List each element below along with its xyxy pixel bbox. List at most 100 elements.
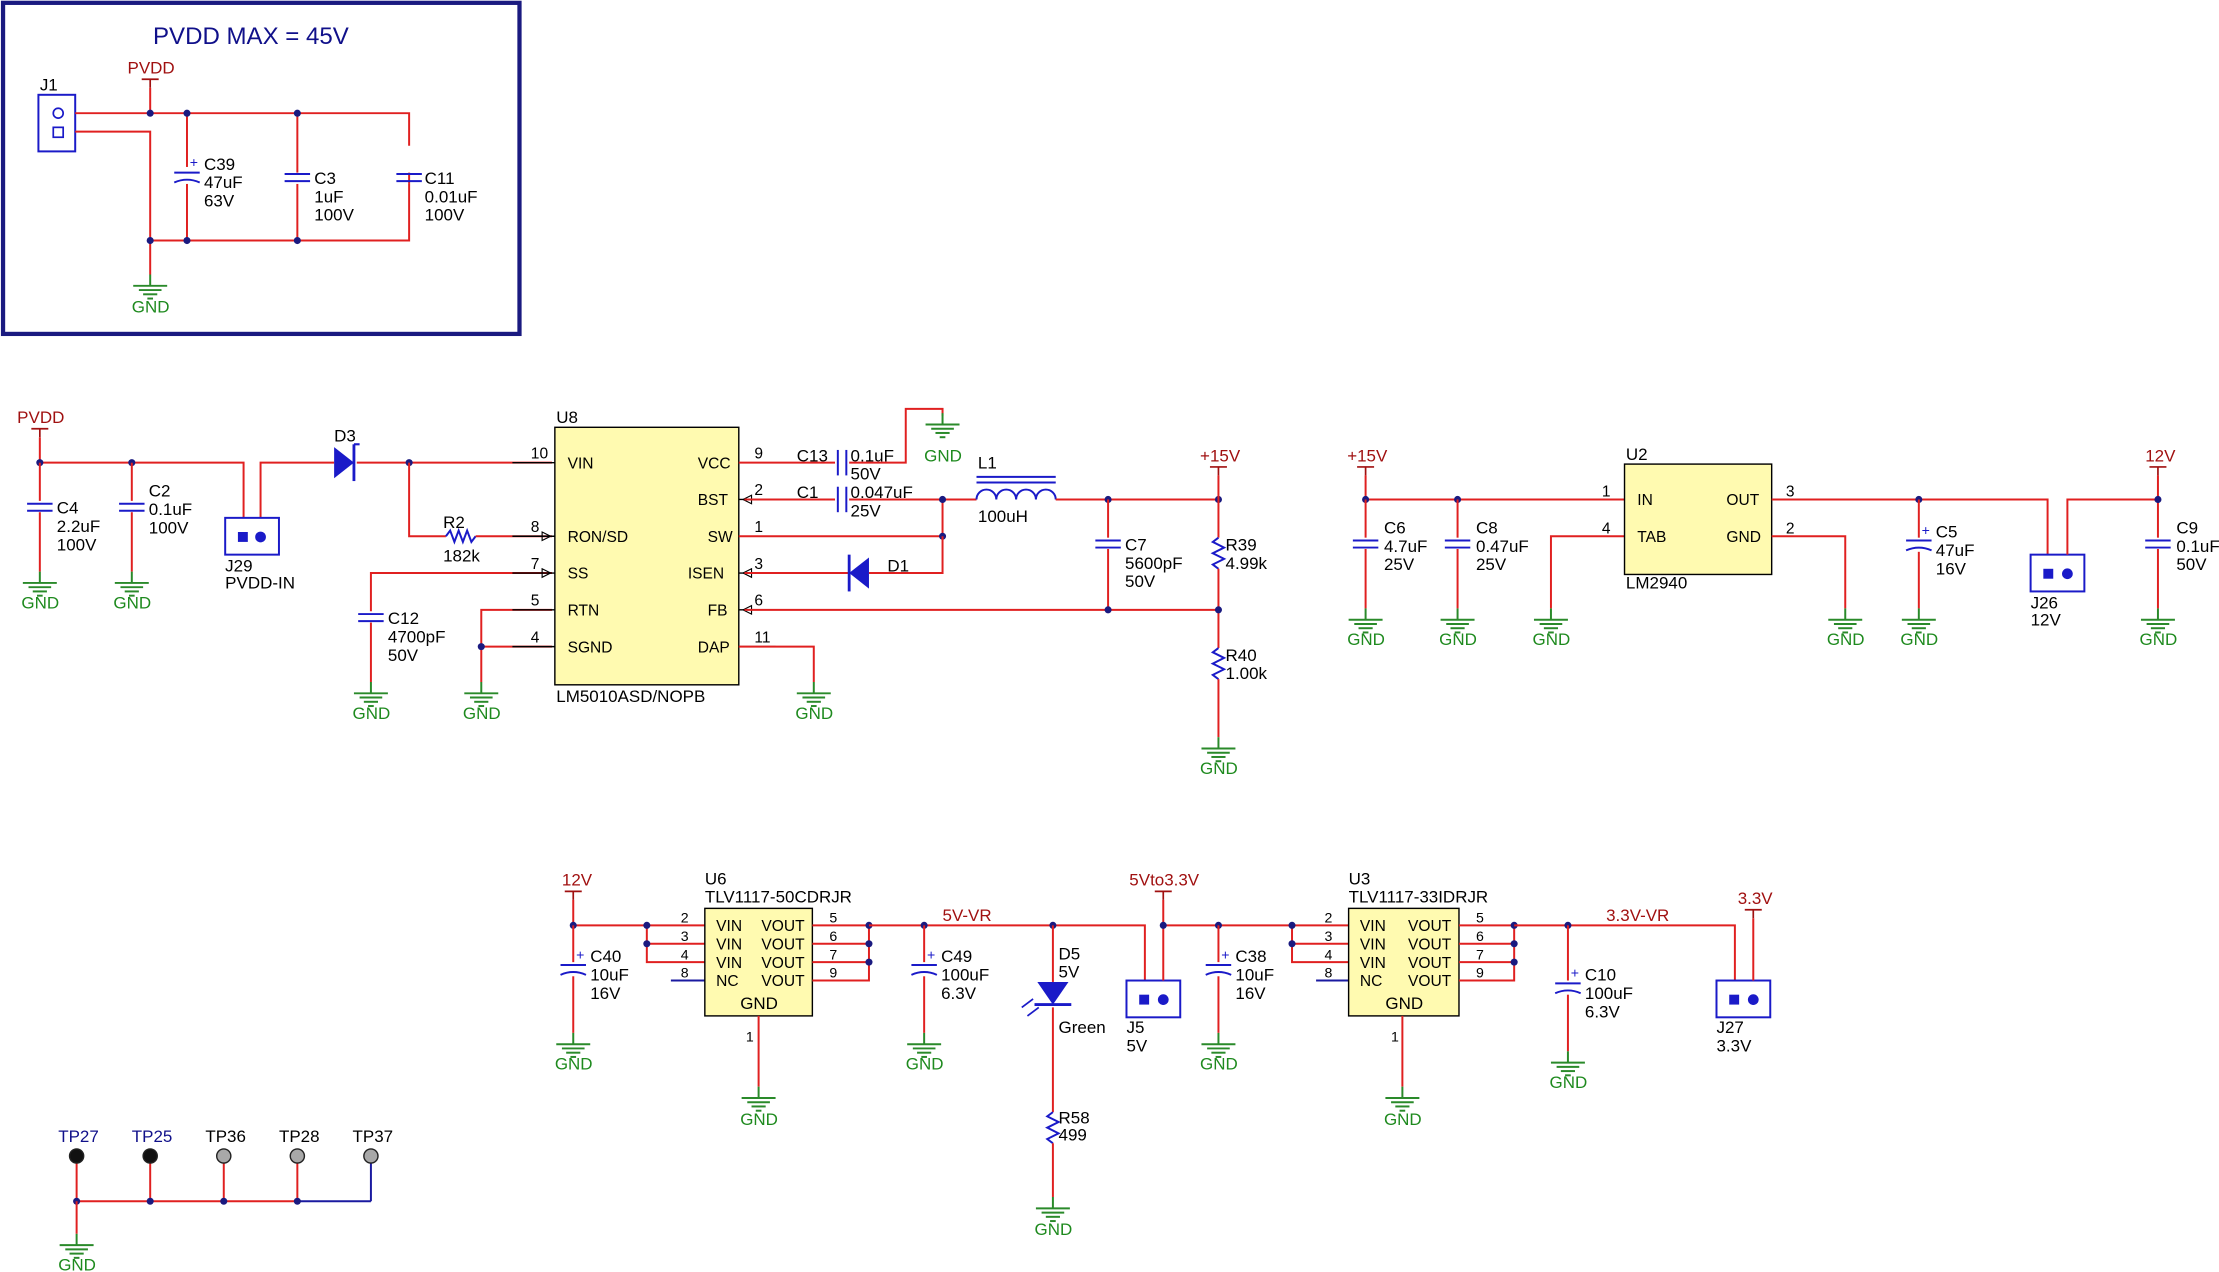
r40-value: 1.00k [1226, 664, 1268, 683]
u8-pin-name: SS [568, 566, 589, 583]
ldo-pin-number: 4 [1325, 946, 1333, 962]
j29-value: PVDD-IN [225, 574, 295, 593]
gnd-label: GND [1439, 630, 1477, 649]
c10-ref: C10 [1585, 966, 1616, 985]
gnd-label: GND [1200, 759, 1238, 778]
ldo-pin-number: 7 [1476, 946, 1484, 962]
gnd-label: GND [1827, 630, 1865, 649]
u8-pin-name: VCC [698, 455, 731, 472]
c13-voltage: 50V [851, 465, 882, 484]
j27-ref: J27 [1716, 1018, 1743, 1037]
ldo-pin-number: 9 [829, 965, 837, 981]
ldo-pin-number: 9 [1476, 965, 1484, 981]
ldo-pin-name: VIN [716, 918, 742, 935]
testpoint-label: TP28 [279, 1127, 320, 1146]
u8-pin-number: 1 [754, 519, 763, 536]
j26-ref: J26 [2031, 593, 2058, 612]
ldo-gnd-pin: 1 [746, 1028, 754, 1044]
c38-ref: C38 [1235, 947, 1266, 966]
d5-ref: D5 [1059, 944, 1081, 963]
ldo-pin-name: VIN [1360, 955, 1386, 972]
c7-ref: C7 [1125, 535, 1147, 554]
c2-ref: C2 [149, 482, 171, 501]
c39-value: 47uF [204, 173, 243, 192]
c3-voltage: 100V [314, 206, 354, 225]
ldo-pin-number: 5 [829, 910, 837, 926]
d1-ref: D1 [887, 557, 909, 576]
c39-ref: C39 [204, 155, 235, 174]
j27-value: 3.3V [1716, 1036, 1752, 1055]
c9-voltage: 50V [2176, 555, 2207, 574]
p15v-net-label: +15V [1347, 446, 1388, 465]
u8-ic-body [554, 426, 740, 686]
gnd-label: GND [906, 1055, 944, 1074]
c4-ref: C4 [57, 499, 79, 518]
u8-part-number: LM5010ASD/NOPB [556, 687, 705, 706]
r2-ref: R2 [443, 513, 465, 532]
c12-value: 4700pF [388, 627, 446, 646]
l1-inductor [975, 475, 1057, 500]
ldo-gnd-label: GND [1385, 994, 1423, 1013]
j29-connector [224, 516, 280, 556]
testpoint-pad [68, 1148, 85, 1164]
c13-value: 0.1uF [851, 446, 894, 465]
c11-value: 0.01uF [425, 187, 478, 206]
j27-connector [1715, 979, 1772, 1019]
c12-voltage: 50V [388, 646, 419, 665]
u8-pin-name: DAP [698, 639, 730, 656]
u2-pin-2: 2 [1786, 520, 1795, 537]
v12-net-label: 12V [562, 871, 593, 890]
ldo-pin-number: 7 [829, 946, 837, 962]
ldo-pin-name: VOUT [761, 936, 805, 953]
c8-voltage: 25V [1476, 555, 1507, 574]
j29-ref: J29 [225, 557, 252, 576]
lm2940-section: +15V C6 4.7uF 25V GND C8 0.47uF 25V GND … [1347, 445, 2219, 649]
gnd-label: GND [2140, 630, 2178, 649]
ldo-gnd-label: GND [740, 994, 778, 1013]
c38-value: 10uF [1235, 966, 1274, 985]
c11-ref: C11 [425, 169, 455, 188]
r39-ref: R39 [1226, 535, 1257, 554]
c9-value: 0.1uF [2176, 537, 2219, 556]
u6-part-number: TLV1117-50CDRJR [705, 888, 852, 907]
ldo-pin-name: NC [716, 973, 738, 990]
gnd-label: GND [21, 593, 59, 612]
c2-value: 0.1uF [149, 500, 192, 519]
ldo-pin-name: VIN [1360, 936, 1386, 953]
c7-value: 5600pF [1125, 554, 1183, 573]
ldo-pin-number: 6 [1476, 928, 1484, 944]
testpoint-label: TP37 [353, 1127, 394, 1146]
u8-pin-number: 5 [531, 593, 540, 610]
c5-ref: C5 [1936, 523, 1958, 542]
gnd-label: GND [740, 1110, 778, 1129]
d3-diode [334, 443, 360, 482]
ldo-pin-name: VOUT [1408, 918, 1452, 935]
c49-voltage: 6.3V [941, 984, 977, 1003]
u3-ref: U3 [1349, 869, 1371, 888]
ldo-pin-number: 2 [681, 910, 689, 926]
c6-value: 4.7uF [1384, 537, 1427, 556]
gnd-label: GND [795, 704, 833, 723]
c5-voltage: 16V [1936, 559, 1967, 578]
testpoint-pad [142, 1148, 158, 1164]
u8-pin-number: 9 [754, 445, 763, 462]
u8-pin-name: ISEN [688, 566, 724, 583]
c3-ref: C3 [314, 169, 336, 188]
box-title: PVDD MAX = 45V [153, 23, 349, 50]
c49-ref: C49 [941, 947, 972, 966]
d5-value: 5V [1059, 963, 1080, 982]
u2-pin-in: IN [1637, 492, 1653, 509]
c4-voltage: 100V [57, 535, 97, 554]
r40-ref: R40 [1226, 646, 1257, 665]
c8-ref: C8 [1476, 518, 1498, 537]
r58-value: 499 [1059, 1125, 1087, 1144]
ldo-pin-name: VOUT [1408, 955, 1452, 972]
gnd-label: GND [353, 704, 391, 723]
c5-value: 47uF [1936, 541, 1975, 560]
ldo-pin-name: NC [1360, 973, 1382, 990]
gnd-label: GND [113, 593, 151, 612]
gnd-label: GND [132, 298, 170, 317]
u2-pin-gnd: GND [1726, 529, 1761, 546]
